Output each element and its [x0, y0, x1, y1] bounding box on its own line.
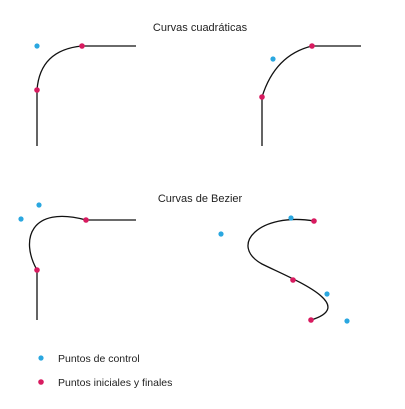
endpoint	[311, 218, 317, 224]
control-point	[18, 216, 24, 222]
legend-endpoint-label: Puntos iniciales y finales	[58, 377, 172, 389]
control-point	[218, 231, 224, 237]
curve-path	[247, 218, 329, 321]
legend-endpoint-marker	[38, 379, 44, 385]
legend: Puntos de control Puntos iniciales y fin…	[38, 353, 172, 389]
control-point	[36, 202, 42, 208]
control-point	[324, 291, 330, 297]
endpoint	[79, 43, 85, 49]
quadratic-curves-title: Curvas cuadráticas	[153, 22, 248, 34]
control-point	[270, 56, 276, 62]
curve-path	[28, 215, 136, 320]
bezier-curve-right	[218, 215, 350, 324]
endpoint	[309, 43, 315, 49]
quadratic-curve-left	[34, 43, 136, 146]
endpoint	[83, 217, 89, 223]
control-point	[288, 215, 294, 221]
endpoint	[34, 87, 40, 93]
bezier-curve-left	[18, 202, 136, 320]
bezier-curves-title: Curvas de Bezier	[158, 193, 243, 205]
endpoint	[308, 317, 314, 323]
endpoint	[259, 94, 265, 100]
quadratic-curve-right	[259, 43, 361, 146]
endpoint	[290, 277, 296, 283]
legend-control-point-label: Puntos de control	[58, 353, 140, 365]
control-point	[34, 43, 40, 49]
curve-path	[261, 45, 361, 146]
curve-path	[36, 45, 136, 146]
control-point	[344, 318, 350, 324]
endpoint	[34, 267, 40, 273]
legend-control-point-marker	[38, 355, 44, 361]
